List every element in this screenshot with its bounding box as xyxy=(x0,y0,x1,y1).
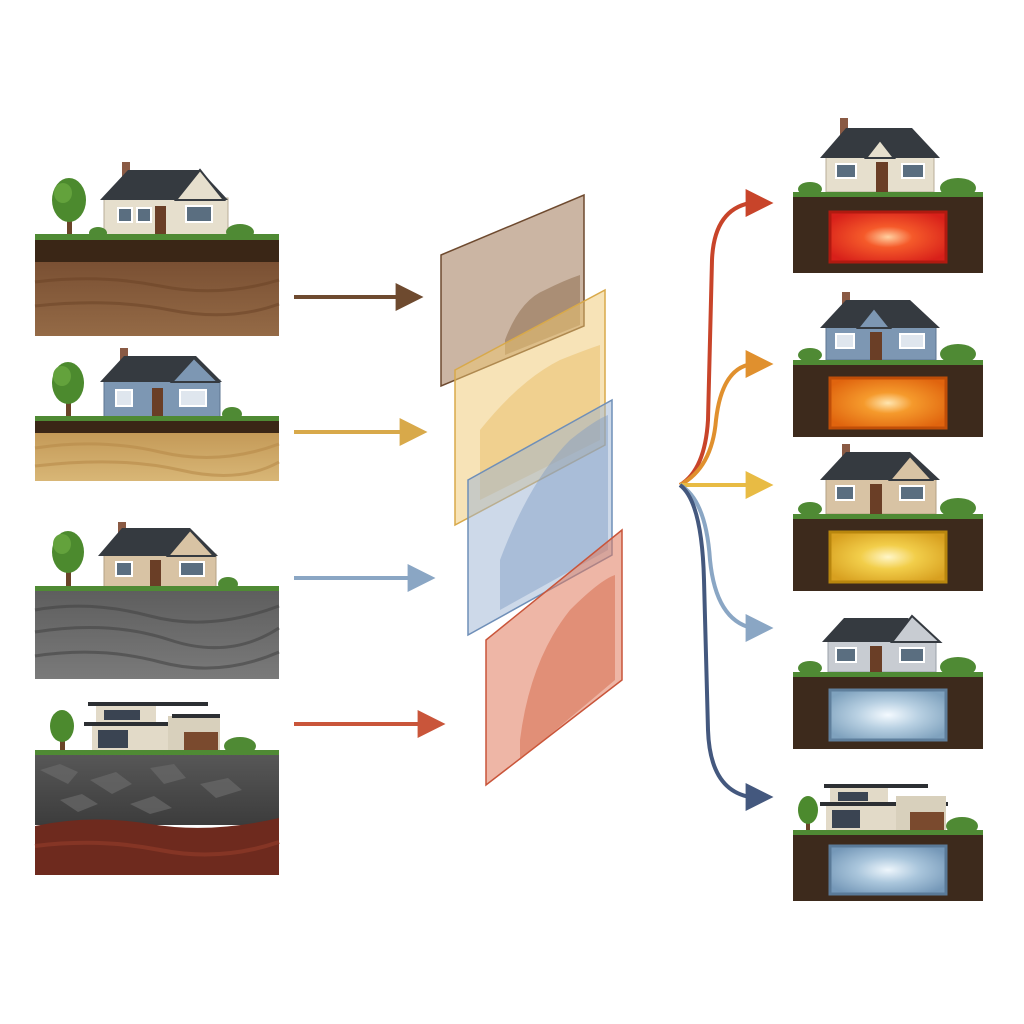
branch-to-light-blue xyxy=(678,483,774,642)
grass-strip xyxy=(35,234,279,240)
house-beige-icon xyxy=(820,444,940,515)
sandy-soil xyxy=(35,433,279,481)
red-glow-basement xyxy=(828,210,948,264)
tree-icon xyxy=(50,710,74,752)
basement-outcome-orange xyxy=(793,292,983,437)
soil-sample-rocky-clay xyxy=(34,702,280,875)
yellow-glow-basement xyxy=(828,530,948,584)
branch-arrows xyxy=(625,189,774,811)
brown-loam-soil xyxy=(35,262,279,336)
branch-to-pale-blue xyxy=(678,483,774,811)
house-gray-icon xyxy=(822,614,943,673)
basement-outcome-pale-blue xyxy=(793,784,983,901)
tree-icon xyxy=(52,178,86,236)
light-blue-basement xyxy=(828,688,948,742)
soil-texture xyxy=(34,442,280,477)
rock-texture xyxy=(40,764,242,814)
clay-layer xyxy=(35,818,279,875)
house-beige-icon xyxy=(98,522,218,589)
rust-soil-layer xyxy=(485,528,623,787)
grass-strip xyxy=(793,672,983,677)
basement-outcome-yellow xyxy=(793,444,983,591)
modern-house-icon xyxy=(820,784,948,832)
grass-strip xyxy=(793,830,983,835)
basement-outcome-red xyxy=(793,118,983,273)
clay-texture xyxy=(34,840,280,857)
shrub-icon xyxy=(940,344,976,364)
branch-to-red xyxy=(678,189,774,487)
grass-strip xyxy=(793,192,983,197)
grass-strip xyxy=(793,514,983,519)
grass-strip xyxy=(35,586,279,591)
topsoil-band xyxy=(35,240,279,262)
grass-strip xyxy=(793,360,983,365)
grass-strip xyxy=(35,750,279,755)
soil-sample-gray-shale xyxy=(34,522,280,679)
rust-layer-texture xyxy=(520,575,615,760)
soil-texture xyxy=(34,277,280,317)
shrub-icon xyxy=(798,348,822,362)
house-siding-icon xyxy=(100,162,229,237)
blue-layer-texture xyxy=(500,415,608,610)
rocky-clay-gravel xyxy=(35,755,279,825)
shrub-icon xyxy=(798,502,822,516)
shrub-icon xyxy=(940,498,976,518)
soil-sample-brown-loam xyxy=(34,162,280,336)
layer-stack xyxy=(440,193,623,787)
house-blue-icon xyxy=(820,292,940,361)
grass-strip xyxy=(35,416,279,421)
branch-to-orange xyxy=(679,350,774,487)
house-blue-icon xyxy=(100,348,222,419)
soil-sample-sandy xyxy=(34,348,280,481)
basement-outcome-light-blue xyxy=(793,614,983,749)
shrub-icon xyxy=(798,661,822,675)
pale-blue-basement xyxy=(828,844,948,896)
tree-icon xyxy=(52,531,84,588)
house-siding-icon xyxy=(820,118,940,193)
orange-glow-basement xyxy=(828,376,948,430)
tree-icon xyxy=(798,796,818,830)
topsoil-band xyxy=(35,421,279,433)
tree-icon xyxy=(52,362,84,418)
modern-house-icon xyxy=(84,702,220,752)
soil-texture xyxy=(34,604,280,670)
